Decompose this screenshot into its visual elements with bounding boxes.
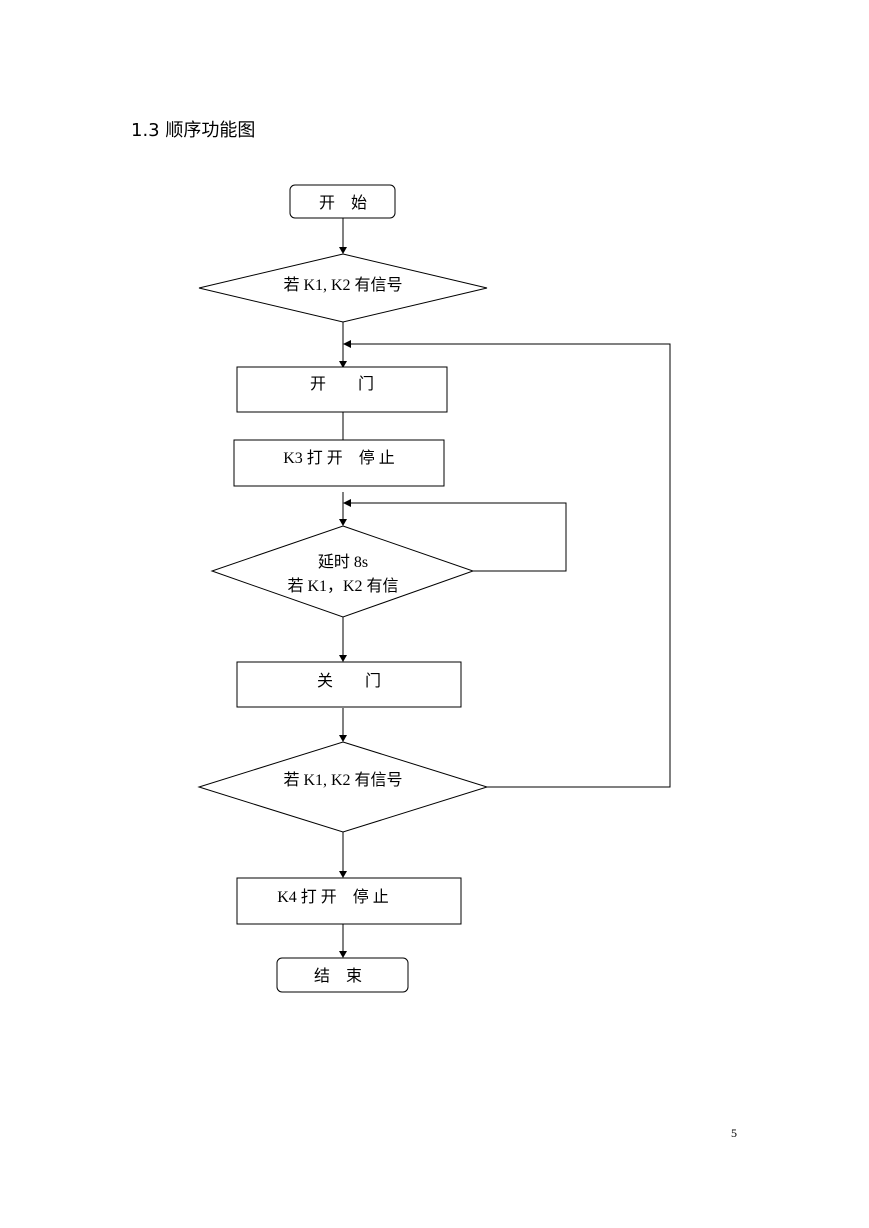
arrowhead: [339, 519, 347, 526]
arrowhead: [339, 361, 347, 368]
check-signal-2-label: 若 K1, K2 有信号: [283, 771, 402, 789]
check-signal-2-node: 若 K1, K2 有信号: [197, 741, 489, 833]
k3-stop-node: K3 打 开 停 止: [233, 439, 445, 487]
end-node: 结 束: [276, 957, 409, 993]
process-box: [236, 366, 448, 413]
k4-stop-label: K4 打 开 停 止: [277, 888, 389, 906]
end-terminal-shape: [276, 957, 409, 993]
arrowhead: [343, 340, 351, 348]
decision-diamond: [198, 253, 488, 323]
arrowhead: [343, 499, 351, 507]
arrowhead: [339, 871, 347, 878]
open-door-label: 开 门: [310, 375, 374, 393]
process-box: [236, 877, 462, 925]
edge-delay-loop: [350, 502, 567, 572]
start-node: 开 始: [289, 184, 396, 219]
close-door-node: 关 门: [236, 661, 462, 708]
k3-stop-label: K3 打 开 停 止: [283, 449, 395, 467]
delay-line1-label: 延时 8s: [318, 553, 368, 571]
arrowhead: [339, 247, 347, 254]
process-box: [236, 661, 462, 708]
end-label: 结 束: [314, 967, 362, 985]
open-door-node: 开 门: [236, 366, 448, 413]
check-signal-1-label: 若 K1, K2 有信号: [283, 276, 402, 294]
delay-line2-label: 若 K1，K2 有信: [287, 577, 398, 595]
check-signal-1-node: 若 K1, K2 有信号: [198, 253, 488, 323]
start-terminal-shape: [289, 184, 396, 219]
k4-stop-node: K4 打 开 停 止: [236, 877, 462, 925]
arrowhead: [339, 951, 347, 958]
decision-diamond: [197, 741, 489, 833]
delay-check-node: 延时 8s 若 K1，K2 有信: [210, 525, 475, 618]
page-number: 5: [731, 1126, 737, 1140]
arrowhead: [339, 735, 347, 742]
decision-diamond: [210, 525, 475, 618]
arrowhead: [339, 655, 347, 662]
start-label: 开 始: [319, 194, 367, 212]
process-box: [233, 439, 445, 487]
section-heading: 1.3 顺序功能图: [131, 120, 255, 141]
edge-check2-loop: [350, 343, 671, 788]
close-door-label: 关 门: [317, 672, 381, 690]
